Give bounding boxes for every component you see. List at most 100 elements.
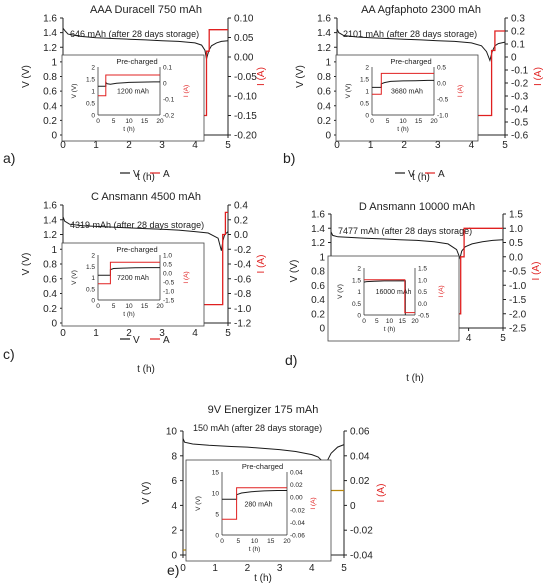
inset-y-tick-label: 0.5 <box>86 286 95 293</box>
legend-label-A: A <box>163 169 170 180</box>
inset-y2-tick-label: 0.5 <box>163 262 172 269</box>
y-axis-label: V (V) <box>295 65 306 88</box>
inset-x-tick-label: 20 <box>156 303 164 310</box>
y-axis-label: V (V) <box>141 482 152 505</box>
y2-tick-label: -0.20 <box>234 131 257 142</box>
y-tick-label: 0.4 <box>43 101 57 112</box>
inset-y-tick-label: 1 <box>357 289 361 296</box>
inset-frame <box>185 459 332 562</box>
y2-tick-label: -0.4 <box>511 105 529 116</box>
y-tick-label: 0.6 <box>311 281 325 292</box>
y-tick-label: 0.8 <box>311 267 325 278</box>
y-tick-label: 1.6 <box>43 14 57 25</box>
y2-tick-label: -0.6 <box>234 274 252 285</box>
inset-y-tick-label: 2 <box>365 65 369 72</box>
inset-y-tick-label: 1.5 <box>360 77 369 84</box>
y2-tick-label: -0.1 <box>511 66 529 77</box>
y-tick-label: 0 <box>319 324 325 335</box>
y-axis-label: V (V) <box>289 260 300 283</box>
inset-frame <box>61 242 205 327</box>
y-tick-label: 0.2 <box>317 116 331 127</box>
inset-y-tick-label: 10 <box>212 491 220 498</box>
x-tick-label: 1 <box>212 563 218 574</box>
inset-x-tick-label: 0 <box>96 118 100 125</box>
y-tick-label: 1.2 <box>311 238 325 249</box>
y-tick-label: 0 <box>171 551 177 562</box>
inset-y-tick-label: 0.5 <box>86 101 95 108</box>
y-tick-label: 0 <box>51 319 57 330</box>
inset-y-tick-label: 0 <box>91 298 95 305</box>
y-tick-label: 1 <box>51 245 57 256</box>
x-tick-label: 4 <box>309 563 315 574</box>
y-tick-label: 6 <box>171 476 177 487</box>
inset-y-tick-label: 0 <box>91 113 95 120</box>
y2-tick-label: 0.06 <box>350 427 370 438</box>
inset-y-axis-label: V (V) <box>195 496 202 511</box>
y2-tick-label: -0.6 <box>511 131 529 142</box>
y-tick-label: 0.6 <box>317 87 331 98</box>
y2-tick-label: -1.0 <box>234 304 252 315</box>
inset-y-tick-label: 0.5 <box>360 101 369 108</box>
panel-label: a) <box>3 150 15 166</box>
inset-x-axis-label: t (h) <box>249 546 261 553</box>
inset-x-tick-label: 20 <box>430 118 438 125</box>
inset-annotation: 280 mAh <box>244 502 272 509</box>
x-tick-label: 0 <box>180 563 186 574</box>
inset-y-tick-label: 0 <box>365 113 369 120</box>
inset-y-tick-label: 2 <box>91 253 95 260</box>
inset-y-tick-label: 15 <box>212 470 220 477</box>
inset-y-tick-label: 1.5 <box>352 277 361 284</box>
y-tick-label: 0.6 <box>43 87 57 98</box>
y2-tick-label: 0.3 <box>511 14 525 25</box>
inset-x-tick-label: 15 <box>399 318 407 325</box>
inset-y-tick-label: 2 <box>91 65 95 72</box>
inset-y2-axis-label: I (A) <box>457 85 464 97</box>
x-axis-label: t (h) <box>254 573 272 584</box>
inset-annotation: 1200 mAh <box>117 88 149 95</box>
y2-tick-label: -0.04 <box>350 551 373 562</box>
panel-label: b) <box>283 150 295 166</box>
y-tick-label: 1 <box>325 57 331 68</box>
y-tick-label: 8 <box>171 451 177 462</box>
inset-series-A <box>222 487 287 520</box>
inset-y2-tick-label: -1.5 <box>163 298 175 305</box>
inset-series-A <box>372 72 434 95</box>
y2-tick-label: 0.1 <box>511 40 525 51</box>
chart-title: AAA Duracell 750 mAh <box>90 4 202 16</box>
y2-tick-label: 0.4 <box>234 201 248 212</box>
inset-x-tick-label: 15 <box>267 538 275 545</box>
inset-x-tick-label: 10 <box>386 318 394 325</box>
inset-title: Pre-charged <box>116 245 157 254</box>
inset-title: Pre-charged <box>390 57 431 66</box>
x-tick-label: 1 <box>93 140 99 151</box>
y-tick-label: 2 <box>171 526 177 537</box>
y2-tick-label: 0.0 <box>234 230 248 241</box>
x-tick-label: 5 <box>225 328 231 339</box>
x-tick-label: 2 <box>245 563 251 574</box>
y2-tick-label: -0.15 <box>234 111 257 122</box>
inset-y2-tick-label: -0.06 <box>290 533 305 540</box>
inset-x-tick-label: 15 <box>141 118 149 125</box>
inset-y2-axis-label: I (A) <box>183 85 190 97</box>
x-tick-label: 3 <box>277 563 283 574</box>
series-V <box>182 438 345 467</box>
inset-y-tick-label: 0 <box>215 533 219 540</box>
y-tick-label: 0.4 <box>311 295 325 306</box>
inset-x-tick-label: 15 <box>415 118 423 125</box>
x-tick-label: 0 <box>60 140 66 151</box>
y2-axis-label: I (A) <box>533 67 544 86</box>
y-tick-label: 1.2 <box>43 230 57 241</box>
y2-axis-label: I (A) <box>376 484 387 503</box>
y2-tick-label: 1.0 <box>509 224 523 235</box>
y-tick-label: 0.8 <box>43 260 57 271</box>
y-tick-label: 1.6 <box>317 14 331 25</box>
y2-tick-label: 0.00 <box>234 53 254 64</box>
y2-tick-label: -0.4 <box>234 260 252 271</box>
x-tick-label: 3 <box>159 140 165 151</box>
